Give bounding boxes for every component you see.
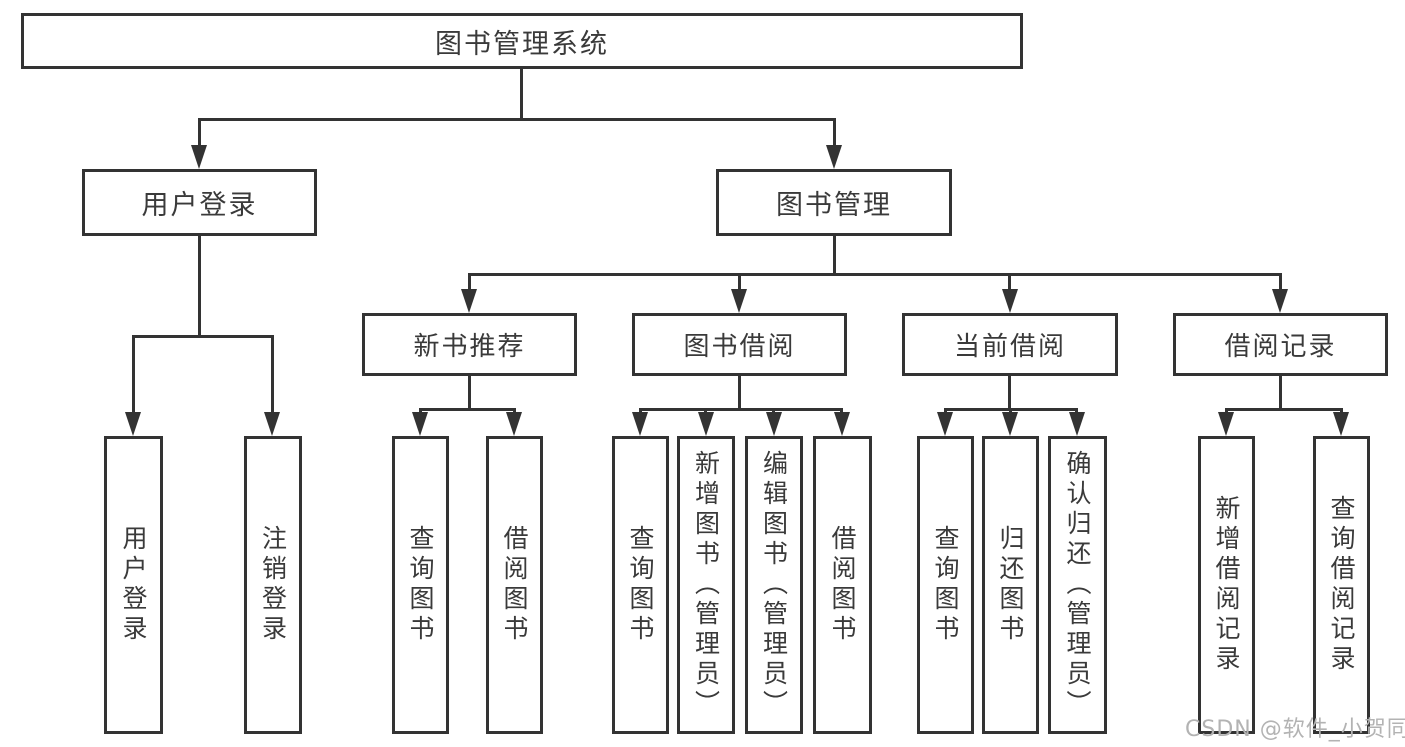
connector-drop-borrow-records [1279, 273, 1282, 293]
arrow-down-query-books-borrowing [632, 412, 648, 436]
leaf-borrow-books-recommend-label: 借阅图书 [500, 525, 529, 645]
connector-user-login-rail [132, 335, 274, 338]
leaf-query-books-current: 查询图书 [917, 436, 974, 734]
leaf-logout: 注销登录 [244, 436, 302, 734]
leaf-query-books-borrowing-label: 查询图书 [626, 525, 655, 645]
arrow-down-query-books-current [937, 412, 953, 436]
node-library-system-label: 图书管理系统 [435, 28, 609, 60]
leaf-borrow-books-borrowing-label: 借阅图书 [828, 525, 857, 645]
connector-new-book-stem [468, 376, 471, 408]
arrow-down-query-borrow-record [1333, 412, 1349, 436]
node-borrow-records-label: 借阅记录 [1224, 332, 1337, 362]
node-new-book-recommend: 新书推荐 [362, 313, 577, 376]
connector-user-login-stem [198, 236, 201, 335]
arrow-down-borrow-books-borrowing [834, 412, 850, 436]
connector-book-borrowing-stem [738, 376, 741, 408]
connector-drop-new-book-recommend [468, 273, 471, 293]
leaf-confirm-return-admin-label: 确认归还（管理员） [1063, 450, 1092, 720]
connector-new-book-rail [419, 408, 516, 411]
arrow-down-add-borrow-record [1218, 412, 1234, 436]
leaf-add-borrow-record-label: 新增借阅记录 [1212, 495, 1241, 675]
arrow-down-borrow-records [1272, 289, 1288, 313]
connector-drop-leaf-logout [271, 335, 274, 415]
connector-drop-book-management [833, 118, 836, 150]
csdn-watermark: CSDN @软件_小贺同学 [1185, 717, 1405, 742]
leaf-add-book-admin-label: 新增图书（管理员） [691, 450, 721, 720]
leaf-return-book: 归还图书 [982, 436, 1039, 734]
leaf-user-login-label: 用户登录 [119, 525, 148, 645]
node-library-system: 图书管理系统 [21, 13, 1023, 69]
connector-drop-user-login [198, 118, 201, 150]
arrow-down-book-borrowing [731, 289, 747, 313]
node-new-book-recommend-label: 新书推荐 [413, 332, 526, 362]
arrow-down-new-book-recommend [461, 289, 477, 313]
leaf-query-books-recommend-label: 查询图书 [406, 525, 435, 645]
node-book-borrowing: 图书借阅 [632, 313, 847, 376]
leaf-add-borrow-record: 新增借阅记录 [1198, 436, 1255, 734]
arrow-down-leaf-user-login [125, 412, 141, 436]
leaf-user-login: 用户登录 [104, 436, 163, 734]
connector-drop-book-borrowing [738, 273, 741, 293]
connector-borrow-records-stem [1279, 376, 1282, 408]
arrow-down-confirm-return-admin [1069, 412, 1085, 436]
node-user-login-label: 用户登录 [141, 190, 258, 221]
node-book-management: 图书管理 [716, 169, 952, 236]
leaf-borrow-books-recommend: 借阅图书 [486, 436, 543, 734]
arrow-down-borrow-books-recommend [506, 412, 522, 436]
leaf-borrow-books-borrowing: 借阅图书 [813, 436, 872, 734]
leaf-query-books-borrowing: 查询图书 [612, 436, 669, 734]
node-current-borrowing: 当前借阅 [902, 313, 1118, 376]
arrow-down-book-management [826, 145, 842, 169]
connector-root-stem [520, 69, 523, 119]
connector-drop-current-borrowing [1008, 273, 1011, 293]
arrow-down-leaf-logout [264, 412, 280, 436]
arrow-down-add-book-admin [698, 412, 714, 436]
connector-level1-rail [198, 118, 836, 121]
connector-drop-leaf-user-login [132, 335, 135, 415]
connector-current-borrowing-stem [1008, 376, 1011, 408]
node-book-borrowing-label: 图书借阅 [683, 332, 796, 362]
leaf-edit-book-admin-label: 编辑图书（管理员） [759, 450, 789, 720]
leaf-query-books-current-label: 查询图书 [931, 525, 960, 645]
node-current-borrowing-label: 当前借阅 [953, 332, 1066, 362]
leaf-query-books-recommend: 查询图书 [392, 436, 449, 734]
node-borrow-records: 借阅记录 [1173, 313, 1388, 376]
connector-borrow-records-rail [1225, 408, 1342, 411]
leaf-return-book-label: 归还图书 [996, 525, 1025, 645]
connector-level2-rail [468, 273, 1282, 276]
node-user-login: 用户登录 [82, 169, 317, 236]
arrow-down-query-books-recommend [412, 412, 428, 436]
node-book-management-label: 图书管理 [776, 190, 892, 221]
connector-book-borrowing-rail [639, 408, 843, 411]
leaf-logout-label: 注销登录 [258, 525, 288, 645]
leaf-query-borrow-record: 查询借阅记录 [1313, 436, 1370, 734]
arrow-down-edit-book-admin [766, 412, 782, 436]
arrow-down-user-login [191, 145, 207, 169]
leaf-query-borrow-record-label: 查询借阅记录 [1327, 495, 1356, 675]
leaf-edit-book-admin: 编辑图书（管理员） [745, 436, 803, 734]
arrow-down-current-borrowing [1002, 289, 1018, 313]
leaf-add-book-admin: 新增图书（管理员） [677, 436, 735, 734]
leaf-confirm-return-admin: 确认归还（管理员） [1048, 436, 1107, 734]
connector-book-management-stem [833, 236, 836, 273]
arrow-down-return-book [1002, 412, 1018, 436]
